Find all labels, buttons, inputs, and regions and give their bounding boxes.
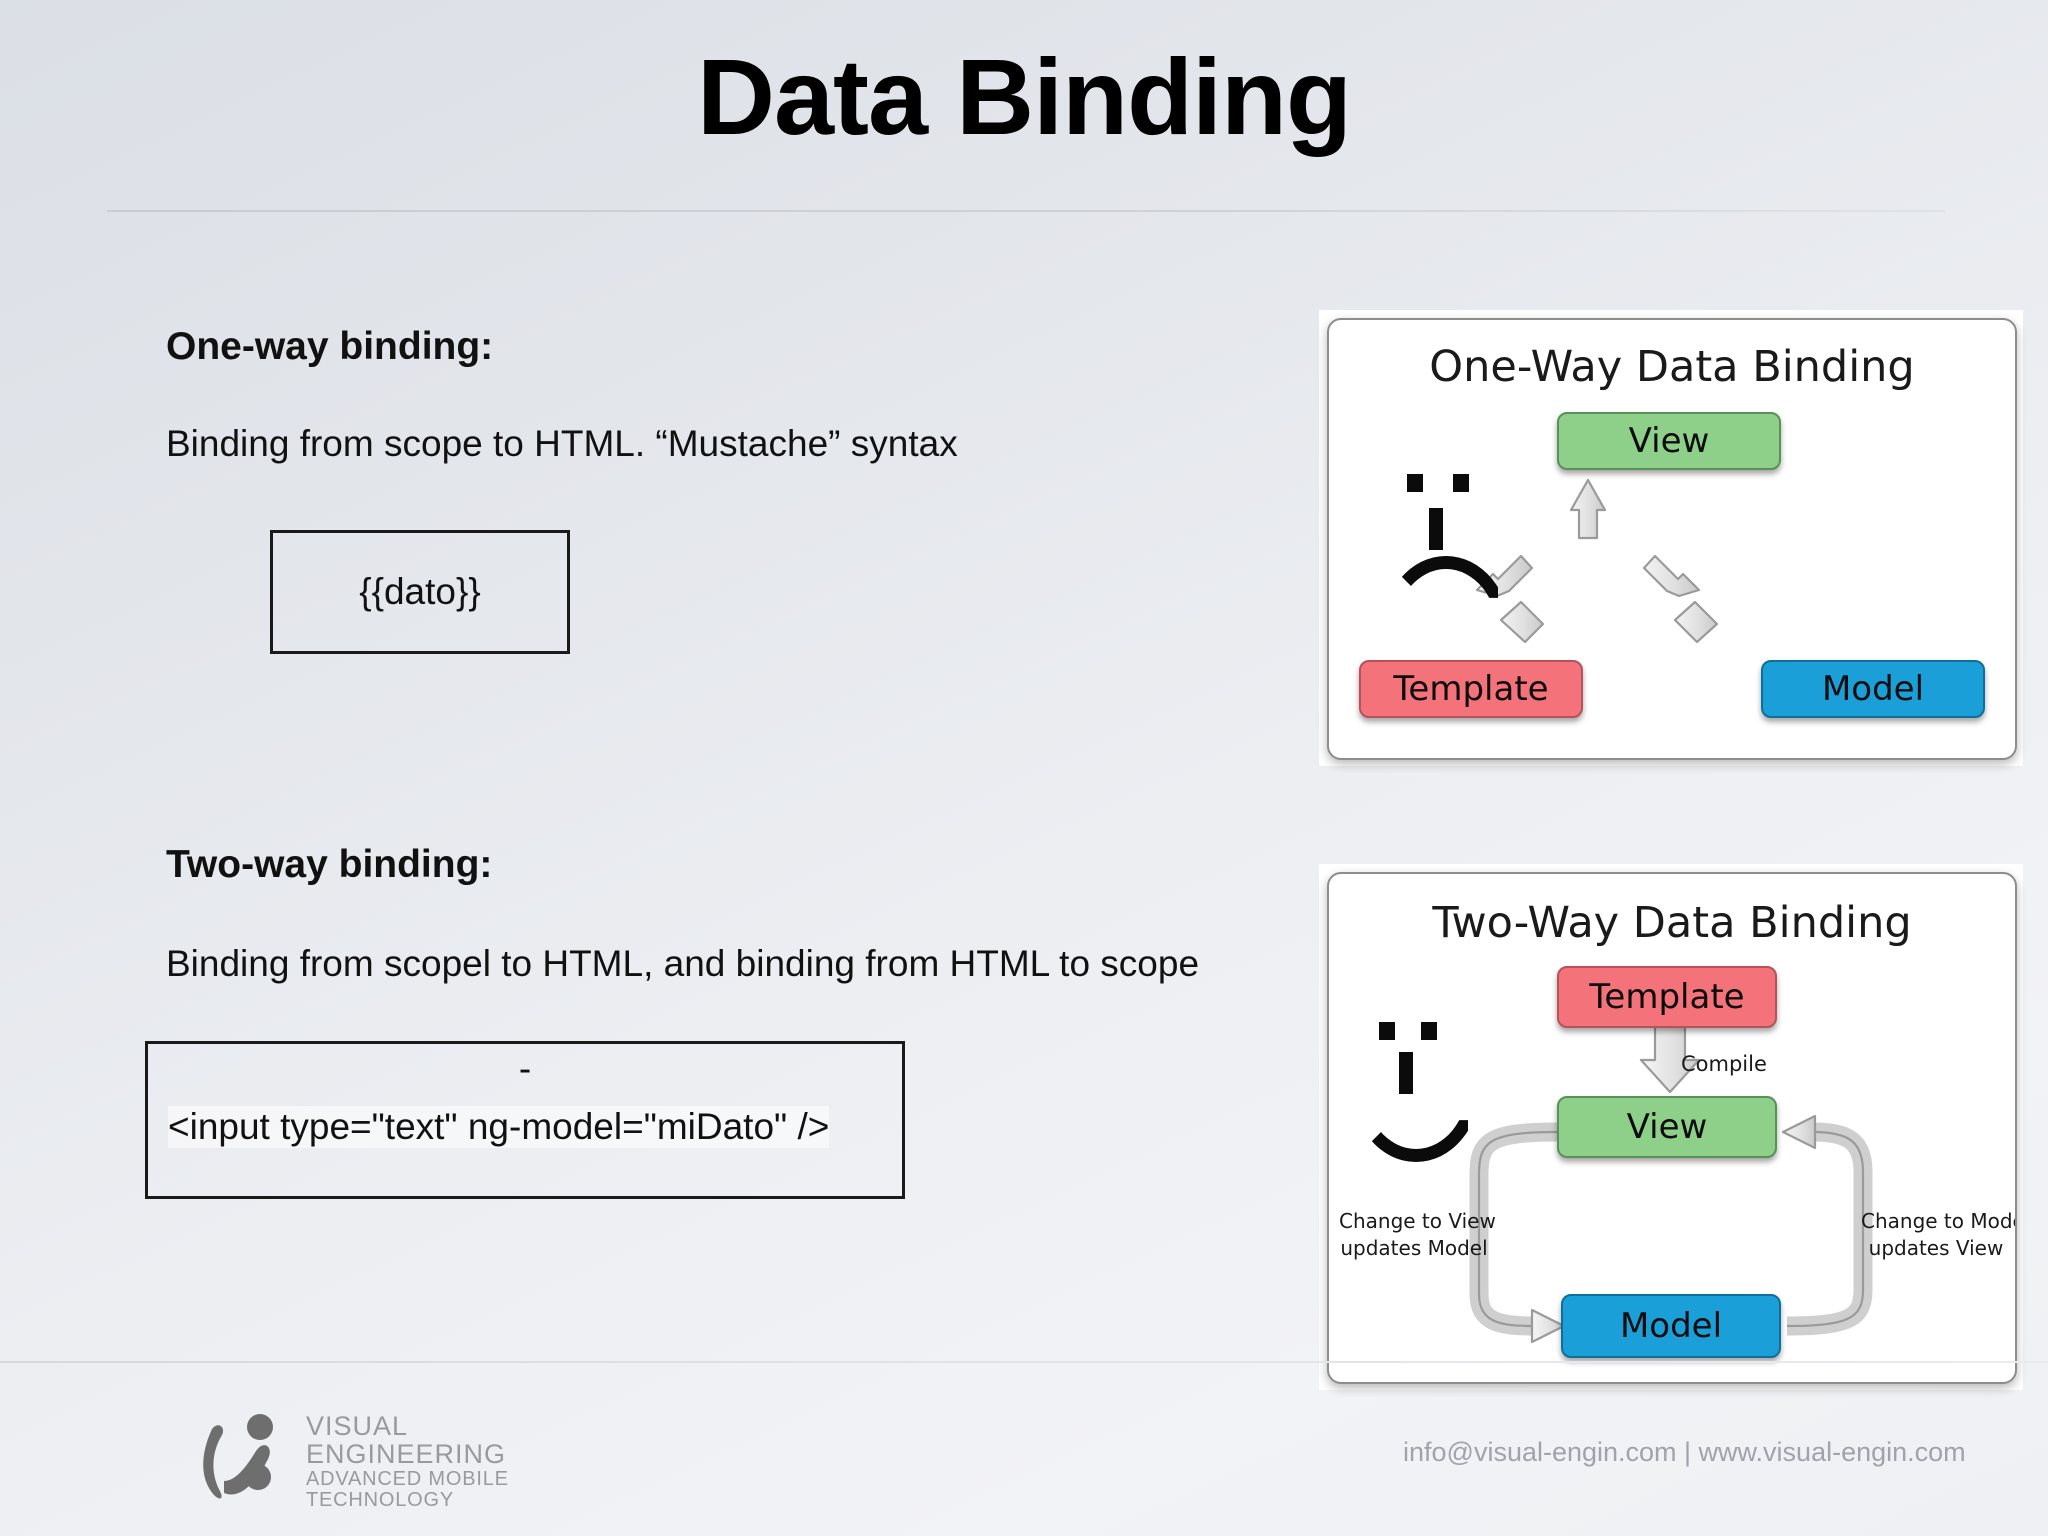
logo-line-2: ENGINEERING [306,1439,507,1470]
node-view: View [1557,412,1781,470]
title-divider [107,210,1945,212]
two-way-heading: Two-way binding: [166,843,493,886]
node-template: Template [1359,660,1583,718]
company-logo: VISUAL ENGINEERING ADVANCED MOBILE TECHN… [198,1412,509,1511]
node-template: Template [1557,966,1777,1028]
logo-line-3: ADVANCED MOBILE [306,1467,509,1490]
node-model: Model [1561,1294,1781,1358]
two-way-diagram-card: Two-Way Data Binding [1327,872,2017,1384]
one-way-code-box: {{dato}} [270,530,570,654]
one-way-diagram-card: One-Way Data Binding [1327,318,2017,760]
compile-label: Compile [1681,1052,1767,1076]
logo-line-4: TECHNOLOGY [306,1488,455,1511]
right-loop-label-line-2: updates View [1868,1236,2004,1260]
right-loop-label: Change to Model updates View [1861,1208,2017,1262]
two-way-code-dash: - [518,1048,532,1089]
node-model: Model [1761,660,1985,718]
left-loop-label: Change to View updates Model [1339,1208,1496,1262]
one-way-code-text: {{dato}} [359,571,481,612]
two-way-code-box: - <input type="text" ng-model="miDato" /… [145,1041,905,1199]
right-loop-label-line-1: Change to Model [1861,1209,2017,1233]
node-view: View [1557,1096,1777,1158]
contact-info: info@visual-engin.com | www.visual-engin… [1403,1437,1966,1467]
one-way-diagram-title: One-Way Data Binding [1429,342,1915,392]
left-loop-label-line-2: updates Model [1340,1236,1488,1260]
logo-line-1: VISUAL [306,1411,409,1441]
visual-engineering-logo-icon [203,1414,273,1499]
two-way-code-text: <input type="text" ng-model="miDato" /> [168,1106,830,1148]
left-loop-label-line-1: Change to View [1339,1209,1496,1233]
two-way-diagram-title: Two-Way Data Binding [1432,898,1912,948]
one-way-heading: One-way binding: [166,325,494,368]
logo-wordmark: VISUAL ENGINEERING ADVANCED MOBILE TECHN… [306,1412,509,1511]
page-title: Data Binding [697,36,1352,157]
footer-divider [0,1361,2048,1363]
one-way-description: Binding from scope to HTML. “Mustache” s… [166,423,958,464]
two-way-description: Binding from scopel to HTML, and binding… [166,943,1200,984]
